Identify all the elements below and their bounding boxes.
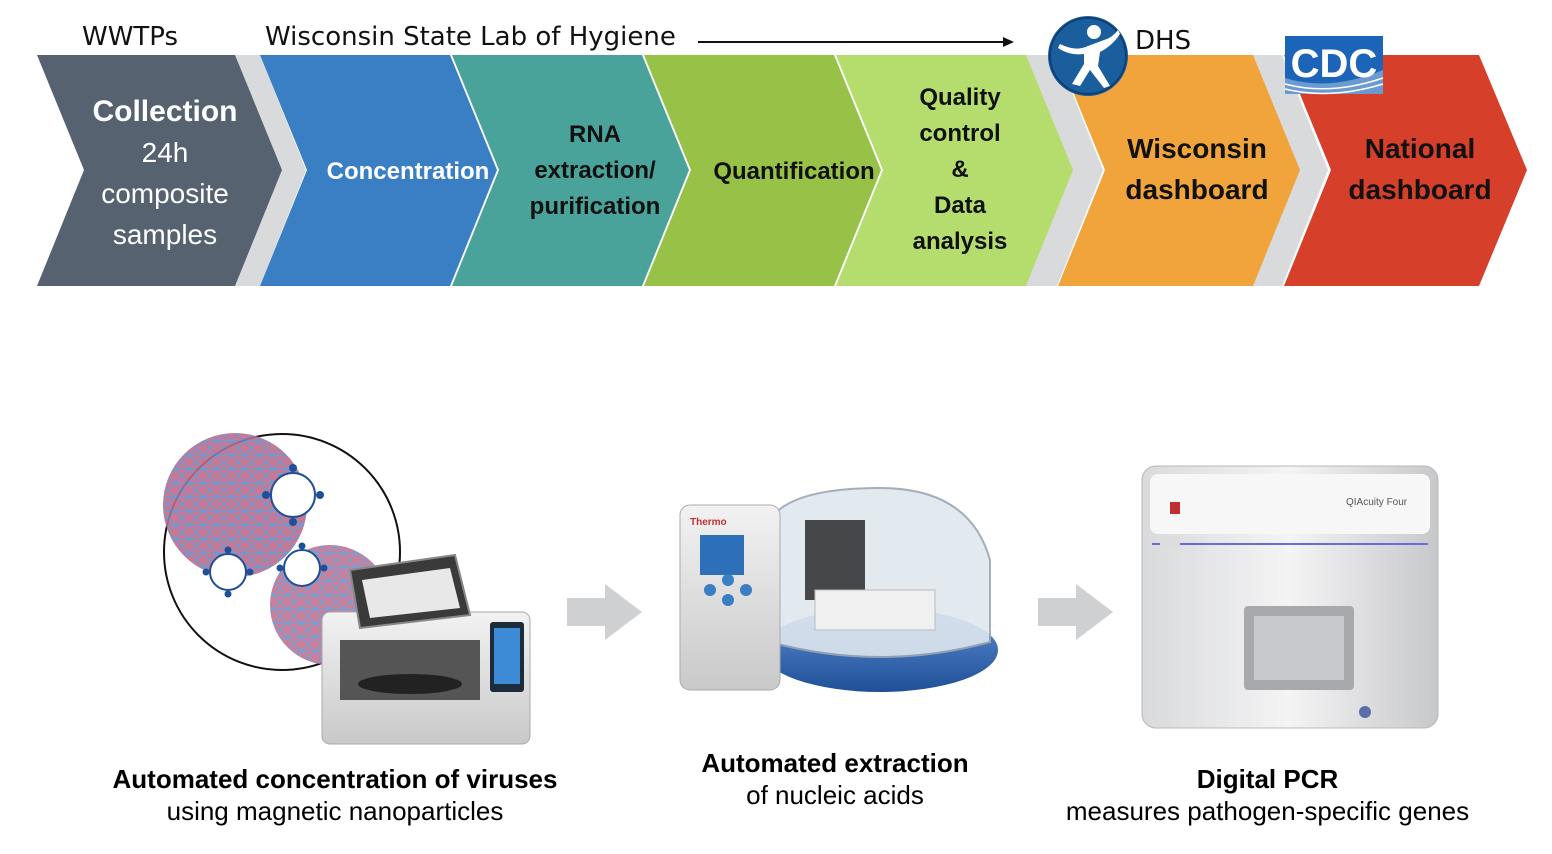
qc-line-2: control	[919, 120, 1000, 147]
extraction-caption-sub: of nucleic acids	[660, 779, 1010, 811]
arrow-right-icon	[1003, 37, 1014, 47]
qc-line-4: Data	[934, 192, 987, 219]
national-line-1: National	[1365, 133, 1475, 164]
pcr-caption-sub: measures pathogen-specific genes	[1040, 795, 1495, 827]
pcr-caption-title: Digital PCR	[1040, 763, 1495, 795]
wisconsin-line-1: Wisconsin	[1127, 133, 1267, 164]
concentration-caption-title: Automated concentration of viruses	[85, 763, 585, 795]
arrow-right-icon	[567, 584, 642, 640]
collection-line-3: composite	[101, 178, 229, 209]
dhs-logo-icon	[1048, 16, 1128, 96]
rna-line-3: purification	[530, 193, 661, 220]
pcr-instrument: QIAcuity Four	[1142, 466, 1438, 728]
concentration-instrument	[322, 555, 530, 744]
national-line-2: dashboard	[1348, 174, 1491, 205]
pcr-caption: Digital PCR measures pathogen-specific g…	[1040, 763, 1495, 827]
extractor-brand: Thermo	[690, 517, 727, 528]
quantification-label: Quantification	[713, 158, 874, 185]
collection-title: Collection	[92, 95, 237, 128]
cdc-logo-text: CDC	[1291, 42, 1378, 86]
extraction-caption-title: Automated extraction	[660, 747, 1010, 779]
concentration-label: Concentration	[327, 158, 490, 185]
extraction-caption: Automated extraction of nucleic acids	[660, 747, 1010, 811]
arrow-right-icon	[1038, 584, 1113, 640]
chevron-collection	[37, 55, 282, 286]
qc-line-1: Quality	[919, 84, 1001, 111]
rna-line-2: extraction/	[534, 157, 656, 184]
qc-line-5: analysis	[913, 228, 1008, 255]
concentration-caption-sub: using magnetic nanoparticles	[85, 795, 585, 827]
rna-line-1: RNA	[569, 121, 621, 148]
qc-line-3: &	[951, 156, 968, 183]
pcr-brand: QIAcuity Four	[1346, 497, 1408, 508]
cdc-logo-icon: CDC	[1285, 36, 1383, 94]
collection-line-4: samples	[113, 219, 217, 250]
extraction-instrument: Thermo	[680, 488, 998, 692]
wisconsin-line-2: dashboard	[1125, 174, 1268, 205]
collection-line-2: 24h	[142, 137, 189, 168]
concentration-caption: Automated concentration of viruses using…	[85, 763, 585, 827]
